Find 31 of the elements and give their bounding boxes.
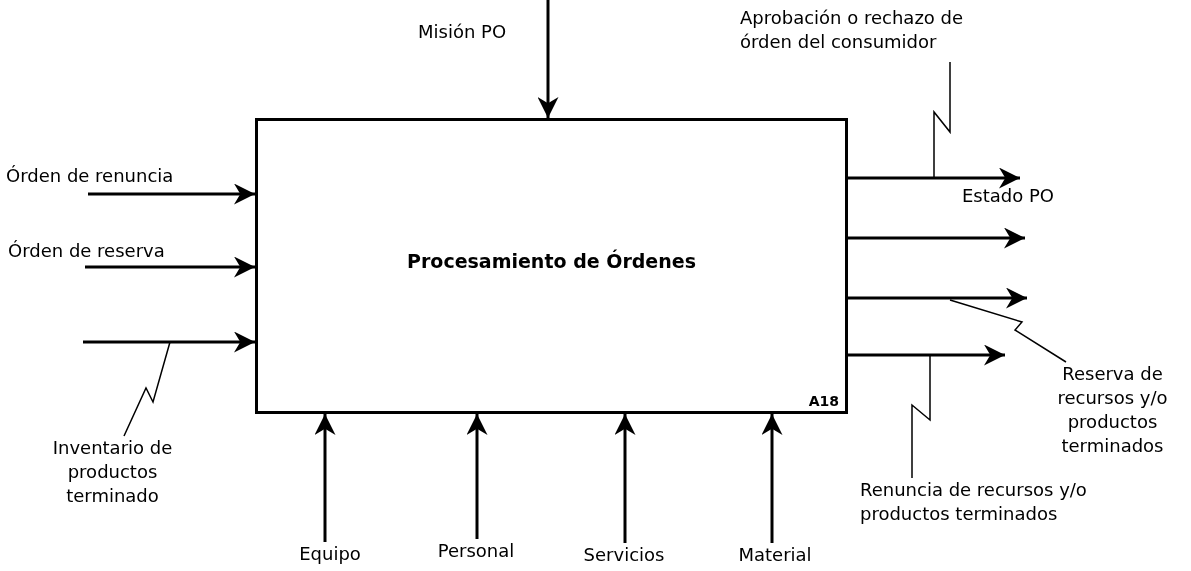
arrow-label: Equipo (285, 542, 375, 568)
arrow-label: Personal (420, 539, 532, 565)
arrow (314, 414, 336, 542)
arrow-label: Inventario de productos terminado (30, 436, 195, 520)
arrow (614, 414, 636, 543)
arrow (761, 414, 783, 543)
arrow-label: Renuncia de recursos y/o productos terminados (860, 478, 1115, 562)
arrow (466, 414, 488, 539)
arrow (848, 227, 1025, 249)
process-title: Procesamiento de Órdenes (406, 249, 697, 273)
arrow (848, 344, 1005, 366)
arrow-label: Misión PO (418, 0, 558, 48)
arrow-label: Material (725, 543, 825, 569)
arrow (848, 287, 1027, 309)
arrow-label: Órden de renuncia (6, 164, 216, 194)
leader-line (911, 354, 931, 479)
arrow (848, 167, 1020, 189)
arrow (537, 0, 559, 118)
leader-line (949, 299, 1067, 363)
arrow-label: Órden de reserva (8, 239, 208, 267)
arrow-label: Aprobación o rechazo de órden del consumidor (740, 6, 1020, 62)
process-box (255, 118, 848, 414)
arrow (88, 183, 255, 205)
arrow-label: Reserva de recursos y/o productos terminados (1040, 362, 1185, 474)
leader-line (123, 341, 171, 437)
arrow-label: Estado PO (962, 178, 1072, 238)
arrow (83, 331, 255, 353)
arrow (85, 256, 255, 278)
leader-line (933, 61, 951, 179)
node-number: A18 (808, 393, 839, 409)
arrow-label: Servicios (568, 543, 680, 569)
